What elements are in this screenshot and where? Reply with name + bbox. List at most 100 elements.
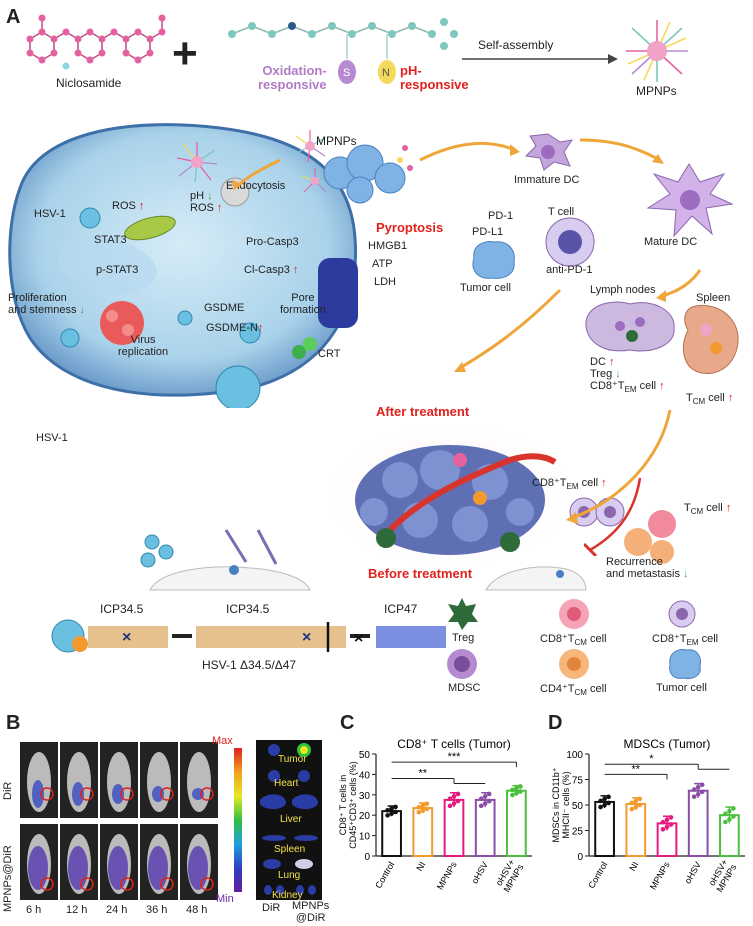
significance-label: *: [649, 753, 654, 765]
cd8-tem-tumor-label: CD8⁺TEM cell ↑: [532, 477, 607, 492]
mouse-silhouette: [187, 752, 211, 812]
fluorescence-signal: [188, 846, 208, 890]
y-tick-label: 0: [364, 852, 370, 863]
lymph-nodes-label: Lymph nodes: [590, 284, 656, 296]
y-axis-label: CD45⁺CD3⁺ cells (%): [348, 761, 358, 849]
y-axis-label: MDSCs in CD11b⁺: [551, 767, 561, 842]
time-label: 6 h: [26, 904, 42, 916]
data-point: [633, 804, 639, 810]
self-assembly-arrow-icon: [462, 54, 618, 64]
data-point: [518, 784, 523, 789]
gsdme-n-label: GSDME-N↑: [206, 322, 264, 334]
data-point: [424, 806, 430, 812]
mpnps-mid-label: MPNPs: [316, 134, 357, 148]
significance-label: **: [632, 763, 641, 775]
cd8-tem-legend-icon: [668, 600, 696, 628]
organ-col1-label: DiR: [262, 902, 281, 914]
x-tick-label: oHSV+MPNPs: [706, 857, 739, 894]
tumor-cell-small-label: Tumor cell: [460, 282, 511, 294]
legend-cd8-tem-label: CD8⁺TEM cell: [652, 633, 719, 648]
inhibition-arrow-icon: [584, 477, 642, 556]
tumor-region-circle: [120, 787, 134, 801]
data-point: [482, 801, 488, 806]
data-point: [629, 806, 635, 812]
row2-mpnps-dir-label: MPNPs@DiR: [2, 845, 14, 912]
legend-treg-label: Treg: [452, 632, 475, 644]
data-point: [668, 815, 674, 820]
data-point: [455, 798, 461, 804]
tumor-region-circle: [120, 877, 134, 891]
immature-dc-label: Immature DC: [514, 174, 580, 186]
atp-label: ATP: [372, 258, 393, 270]
significance-label: ***: [448, 751, 462, 763]
data-point: [510, 792, 515, 798]
x-tick-label: Control: [586, 860, 609, 890]
tumor-cell-legend-icon: [669, 649, 701, 679]
time-label: 36 h: [146, 904, 168, 916]
row1-dir-label: DiR: [2, 781, 14, 800]
legend-tumor-cell-label: Tumor cell: [656, 682, 707, 694]
y-tick-label: 10: [359, 832, 371, 843]
self-assembly-label: Self-assembly: [478, 38, 554, 52]
bar: [443, 798, 465, 857]
y-tick-label: 50: [572, 801, 584, 812]
data-point: [451, 801, 457, 806]
fluorescence-signal: [32, 780, 44, 808]
y-tick-label: 20: [359, 811, 371, 822]
data-point: [727, 808, 732, 814]
plus-sign: +: [172, 29, 198, 78]
significance-label: **: [419, 767, 428, 779]
legend-mdsc-label: MDSC: [448, 682, 481, 694]
data-point: [602, 796, 607, 802]
after-treatment-label: After treatment: [376, 404, 470, 419]
data-point: [695, 791, 701, 797]
hsv1-outside-label: HSV-1: [36, 432, 68, 444]
time-labels-row: 6 h 12 h 24 h 36 h 48 h: [18, 902, 228, 922]
fluorescence-signal: [108, 846, 128, 890]
y-axis-label: CD8⁺ T cells in: [338, 775, 348, 835]
fluorescence-signal: [68, 846, 88, 890]
cd4-tcm-legend-icon: [559, 649, 589, 679]
spleen-label: Spleen: [696, 292, 731, 304]
mouse-imaging-tiles: [20, 742, 218, 900]
data-point: [447, 796, 453, 802]
svg-text:×: ×: [122, 629, 131, 646]
mature-dc-label: Mature DC: [644, 236, 698, 248]
data-point: [424, 801, 430, 807]
data-point: [514, 790, 519, 796]
chart-title: MDSCs (Tumor): [624, 737, 711, 751]
data-point: [633, 798, 639, 804]
before-treatment-label: Before treatment: [368, 566, 473, 581]
icp345-b-label: ICP34.5: [226, 602, 270, 616]
fluorescence-signal: [28, 846, 48, 890]
data-point: [482, 794, 488, 799]
data-point: [420, 803, 426, 808]
fluorescence-signal: [152, 786, 164, 802]
process-arrows: [232, 138, 702, 524]
data-point: [723, 819, 728, 825]
imaging-grid: [18, 740, 228, 900]
svg-text:N: N: [382, 67, 390, 79]
data-point: [606, 794, 611, 800]
data-point: [389, 806, 394, 811]
y-axis-label: MHCII⁻ cells (%): [561, 771, 571, 838]
cd8-tem-cells-icon: [569, 497, 625, 527]
tcm-spleen-label: TCM cell ↑: [686, 392, 734, 407]
panel-c-letter: C: [340, 712, 355, 734]
fluorescence-signal: [112, 784, 124, 804]
organ-label: Tumor: [278, 754, 307, 765]
hmgb1-label: HMGB1: [368, 240, 408, 252]
legend-cd4-tcm-label: CD4⁺TCM cell: [540, 683, 607, 698]
organ-label: Lung: [278, 870, 301, 881]
treg-legend-icon: [448, 598, 478, 630]
data-point: [598, 804, 603, 810]
data-point: [731, 814, 736, 819]
mature-dc-icon: [646, 163, 734, 238]
tumor-region-circle: [40, 877, 54, 891]
tumor-region-circle: [200, 787, 214, 801]
tumor-region-circle: [160, 787, 174, 801]
data-point: [699, 782, 705, 788]
data-point: [660, 827, 666, 832]
niclosamide-label: Niclosamide: [56, 76, 122, 90]
